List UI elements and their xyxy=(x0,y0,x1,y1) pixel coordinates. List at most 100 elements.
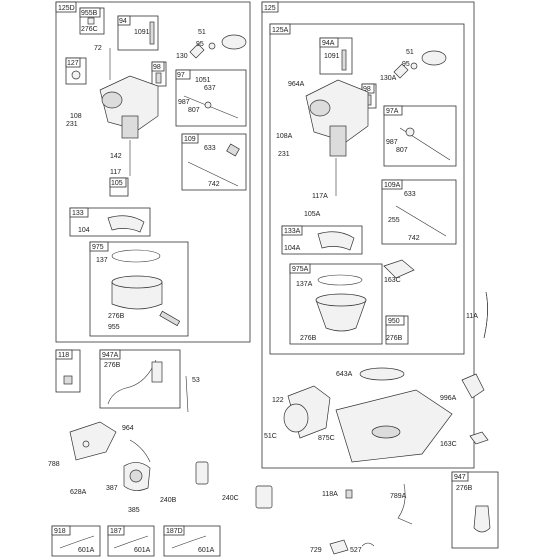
frame-125 xyxy=(261,1,475,469)
label-789A: 789A xyxy=(390,493,407,500)
svg-text:97: 97 xyxy=(177,72,185,79)
carburetor-right xyxy=(305,50,447,279)
svg-text:633: 633 xyxy=(204,145,216,152)
callout-187: 187 601A xyxy=(107,525,155,557)
label-996A: 996A xyxy=(440,395,457,402)
svg-text:137A: 137A xyxy=(296,281,313,288)
frame-tag-125D xyxy=(55,1,77,13)
frame-tag-125 xyxy=(261,1,279,13)
label-163C-b: 163C xyxy=(440,441,457,448)
label-117A: 117A xyxy=(312,193,328,200)
svg-text:742: 742 xyxy=(408,235,420,242)
svg-text:947: 947 xyxy=(454,474,466,481)
svg-text:276C: 276C xyxy=(81,26,98,33)
label-51-left: 51 xyxy=(198,29,206,36)
label-51C: 51C xyxy=(264,433,277,440)
label-117: 117 xyxy=(110,169,121,176)
label-231-left: 231 xyxy=(66,121,78,128)
svg-text:950: 950 xyxy=(388,318,400,325)
callout-947A: 947A 276B xyxy=(99,349,181,409)
callout-127: 127 xyxy=(65,57,87,85)
svg-text:637: 637 xyxy=(204,85,216,92)
callout-98: 98 xyxy=(151,61,167,87)
svg-text:104: 104 xyxy=(78,227,90,234)
label-875C: 875C xyxy=(318,435,335,442)
frame-125A xyxy=(269,23,465,355)
svg-text:127: 127 xyxy=(67,60,79,67)
callout-97: 97 1051 637 987 807 xyxy=(175,69,247,127)
label-118A: 118A xyxy=(322,491,338,498)
frame-label-125D: 125D xyxy=(58,5,75,12)
label-240C: 240C xyxy=(222,495,239,502)
label-72: 72 xyxy=(94,45,102,52)
callout-950: 950 276B xyxy=(385,315,409,345)
callout-94A: 94A 1091 xyxy=(319,37,353,75)
carburetor-left xyxy=(99,34,247,176)
svg-text:105: 105 xyxy=(111,180,123,187)
svg-text:98: 98 xyxy=(363,86,371,93)
frame-tag-125A xyxy=(269,23,291,35)
svg-text:276B: 276B xyxy=(108,313,125,320)
label-108-left: 108 xyxy=(70,113,82,120)
callout-118: 118 xyxy=(55,349,81,393)
label-130-left: 130 xyxy=(176,53,188,60)
svg-text:109A: 109A xyxy=(384,182,401,189)
svg-text:1091: 1091 xyxy=(134,29,150,36)
part-527 xyxy=(361,542,375,547)
callout-109A: 109A 633 255 742 xyxy=(381,179,457,245)
wire-789A xyxy=(397,483,413,525)
frame-label-125A: 125A xyxy=(272,27,289,34)
svg-text:633: 633 xyxy=(404,191,416,198)
label-95-right: 95 xyxy=(402,61,410,68)
part-118A xyxy=(345,489,353,499)
label-788: 788 xyxy=(48,461,60,468)
svg-text:601A: 601A xyxy=(134,547,151,554)
svg-text:276B: 276B xyxy=(386,335,403,342)
callout-975: 975 137 276B 955 xyxy=(89,241,189,337)
label-729: 729 xyxy=(310,547,322,554)
label-964: 964 xyxy=(122,425,134,432)
label-108A: 108A xyxy=(276,133,293,140)
frame-125D xyxy=(55,1,251,343)
callout-187D: 187D 601A xyxy=(163,525,221,557)
label-387: 387 xyxy=(106,485,118,492)
svg-text:104A: 104A xyxy=(284,245,301,252)
callout-947: 947 276B xyxy=(451,471,499,549)
callout-94: 94 1091 xyxy=(117,15,159,51)
svg-text:133: 133 xyxy=(72,210,84,217)
label-51-right: 51 xyxy=(406,49,414,56)
label-527: 527 xyxy=(350,547,362,554)
hose-11A xyxy=(483,291,488,339)
svg-text:918: 918 xyxy=(54,528,66,535)
svg-text:601A: 601A xyxy=(78,547,95,554)
svg-text:987: 987 xyxy=(386,139,398,146)
label-53: 53 xyxy=(192,377,200,384)
svg-text:133A: 133A xyxy=(284,228,301,235)
svg-text:975: 975 xyxy=(92,244,104,251)
svg-text:98: 98 xyxy=(153,64,161,71)
svg-text:955B: 955B xyxy=(81,10,98,17)
svg-text:807: 807 xyxy=(396,147,408,154)
label-628A: 628A xyxy=(70,489,87,496)
callout-109: 109 633 742 xyxy=(181,133,247,191)
label-142: 142 xyxy=(110,153,122,160)
label-122: 122 xyxy=(272,397,284,404)
callout-105: 105 xyxy=(109,177,129,197)
label-385: 385 xyxy=(128,507,140,514)
label-163C-a: 163C xyxy=(384,277,401,284)
governor-parts xyxy=(69,421,273,509)
callout-918: 918 601A xyxy=(51,525,101,557)
air-cleaner-assembly xyxy=(283,367,489,463)
label-95-left: 95 xyxy=(196,41,204,48)
frame-label-125: 125 xyxy=(264,5,276,12)
label-964A: 964A xyxy=(288,81,305,88)
label-11A: 11A xyxy=(466,313,478,320)
label-105A: 105A xyxy=(304,211,321,218)
svg-text:807: 807 xyxy=(188,107,200,114)
label-231-right: 231 xyxy=(278,151,290,158)
svg-text:276B: 276B xyxy=(300,335,317,342)
svg-text:276B: 276B xyxy=(104,362,121,369)
callout-133A: 133A 104A xyxy=(281,225,363,255)
svg-text:1091: 1091 xyxy=(324,53,340,60)
callout-975A: 975A 137A 276B xyxy=(289,263,383,345)
